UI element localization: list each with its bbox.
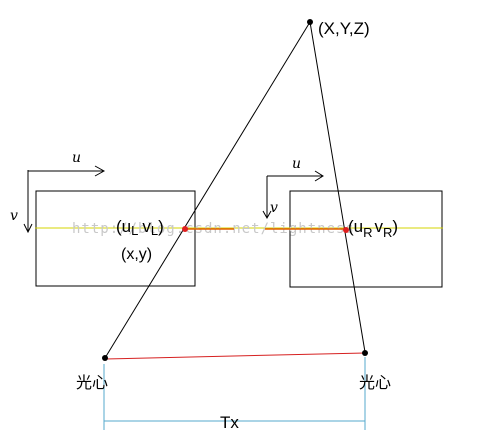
left-projection-point [182, 226, 188, 232]
right-ray [309, 21, 366, 353]
world-point-label: (X,Y,Z) [318, 19, 370, 38]
left-xy-label: (x,y) [121, 246, 152, 263]
left-v-axis-arrow [23, 171, 33, 234]
baseline-label: Tx [220, 413, 239, 432]
right-optical-center-point [362, 350, 368, 356]
right-optical-center-label: 光心 [359, 373, 391, 392]
right-image-plane [289, 190, 443, 288]
world-point [307, 19, 313, 25]
right-u-axis-arrow [267, 170, 324, 182]
left-v-axis-label: v [10, 208, 18, 224]
baseline [104, 352, 366, 360]
left-optical-center-point [102, 355, 108, 361]
left-u-axis-arrow [27, 165, 106, 183]
right-u-axis-label: u [292, 156, 301, 172]
left-u-axis-label: u [72, 150, 81, 166]
right-projection-point [343, 227, 349, 233]
right-v-axis-label: v [270, 200, 278, 216]
left-image-plane [35, 190, 196, 287]
left-optical-center-label: 光心 [76, 373, 108, 392]
left-ray [104, 21, 311, 359]
right-v-axis-arrow [262, 176, 272, 220]
